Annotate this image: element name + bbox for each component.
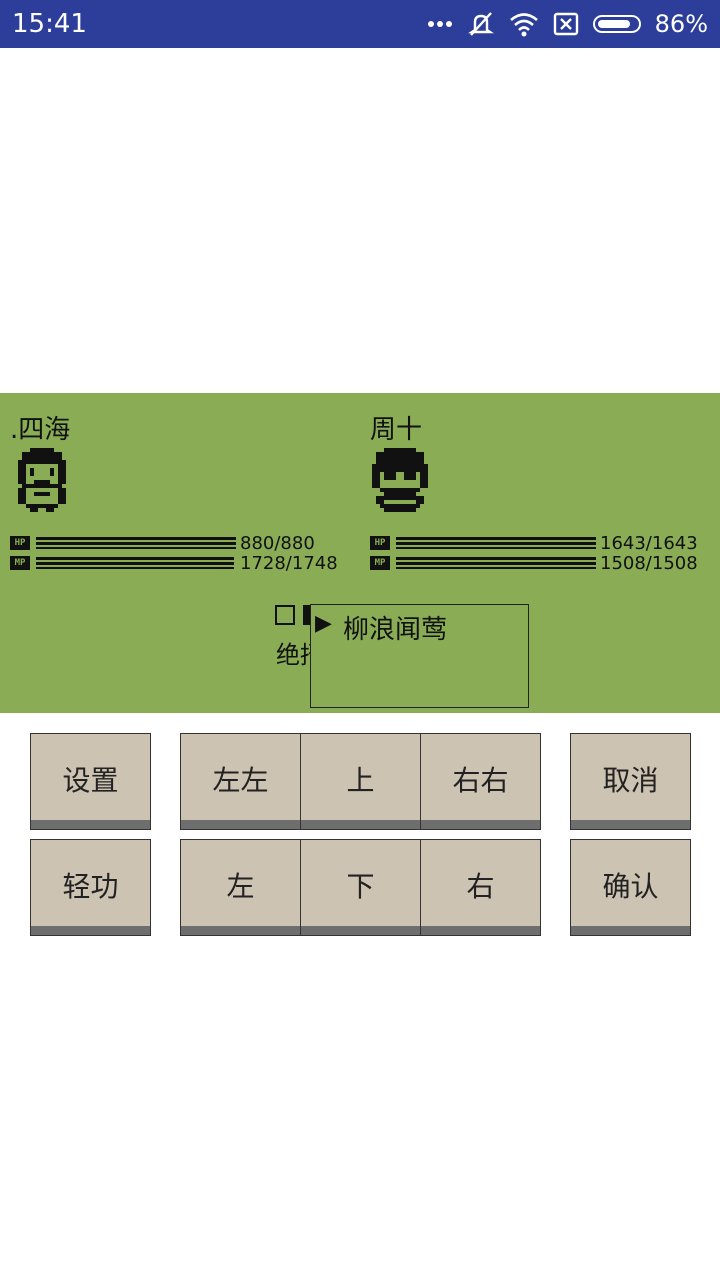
cancel-button[interactable]: 取消	[570, 733, 691, 830]
player-hp-bar	[36, 537, 236, 549]
cancel-label: 取消	[602, 763, 659, 797]
more-dots-icon	[427, 21, 452, 27]
player-mp-value: 1728/1748	[240, 552, 338, 574]
enemy-hp: HP 1643/1643	[370, 532, 698, 554]
command-selected-marker	[303, 605, 313, 625]
confirm-label: 确认	[602, 869, 659, 903]
battery-level	[597, 20, 631, 28]
enemy-sprite-icon	[372, 448, 428, 512]
hp-tag: HP	[10, 536, 30, 550]
up-label: 上	[346, 763, 375, 797]
left-left-label: 左左	[212, 763, 269, 797]
command-checkbox-icon[interactable]	[275, 605, 295, 625]
enemy-mp-value: 1508/1508	[600, 552, 698, 574]
confirm-button[interactable]: 确认	[570, 839, 691, 936]
mp-tag: MP	[370, 556, 390, 570]
enemy-hp-value: 1643/1643	[600, 532, 698, 554]
enemy-name: 周十	[370, 415, 423, 445]
skill-submenu: ▶ 柳浪闻莺	[310, 604, 529, 708]
battle-screen: .四海 周十 HP 880/880 MP	[0, 393, 720, 713]
right-label: 右	[466, 869, 495, 903]
settings-label: 设置	[62, 763, 119, 797]
left-left-button[interactable]: 左左	[180, 733, 301, 830]
down-button[interactable]: 下	[300, 839, 421, 936]
hp-tag: HP	[370, 536, 390, 550]
up-button[interactable]: 上	[300, 733, 421, 830]
right-right-label: 右右	[452, 763, 509, 797]
right-button[interactable]: 右	[420, 839, 541, 936]
down-label: 下	[346, 869, 375, 903]
selection-arrow-icon: ▶	[315, 611, 332, 636]
player-hp-value: 880/880	[240, 532, 315, 554]
battery-percent: 86%	[654, 10, 708, 38]
status-icons: 86%	[427, 8, 708, 40]
settings-button[interactable]: 设置	[30, 733, 151, 830]
player-name: .四海	[10, 415, 71, 445]
qinggong-label: 轻功	[62, 869, 119, 903]
left-label: 左	[226, 869, 255, 903]
wifi-icon	[509, 13, 538, 37]
left-button[interactable]: 左	[180, 839, 301, 936]
player-mp: MP 1728/1748	[10, 552, 338, 574]
enemy-mp-bar	[396, 557, 596, 569]
enemy-hp-bar	[396, 537, 596, 549]
player-mp-bar	[36, 557, 236, 569]
status-bar: 15:41 86%	[0, 0, 720, 48]
mp-tag: MP	[10, 556, 30, 570]
player-hp: HP 880/880	[10, 532, 315, 554]
sim-x-icon	[553, 12, 578, 36]
player-sprite-icon	[18, 448, 66, 512]
status-time: 15:41	[12, 9, 87, 39]
enemy-mp: MP 1508/1508	[370, 552, 698, 574]
mute-icon	[467, 12, 494, 36]
qinggong-button[interactable]: 轻功	[30, 839, 151, 936]
skill-item[interactable]: 柳浪闻莺	[343, 615, 448, 645]
right-right-button[interactable]: 右右	[420, 733, 541, 830]
battery-icon	[592, 15, 641, 33]
